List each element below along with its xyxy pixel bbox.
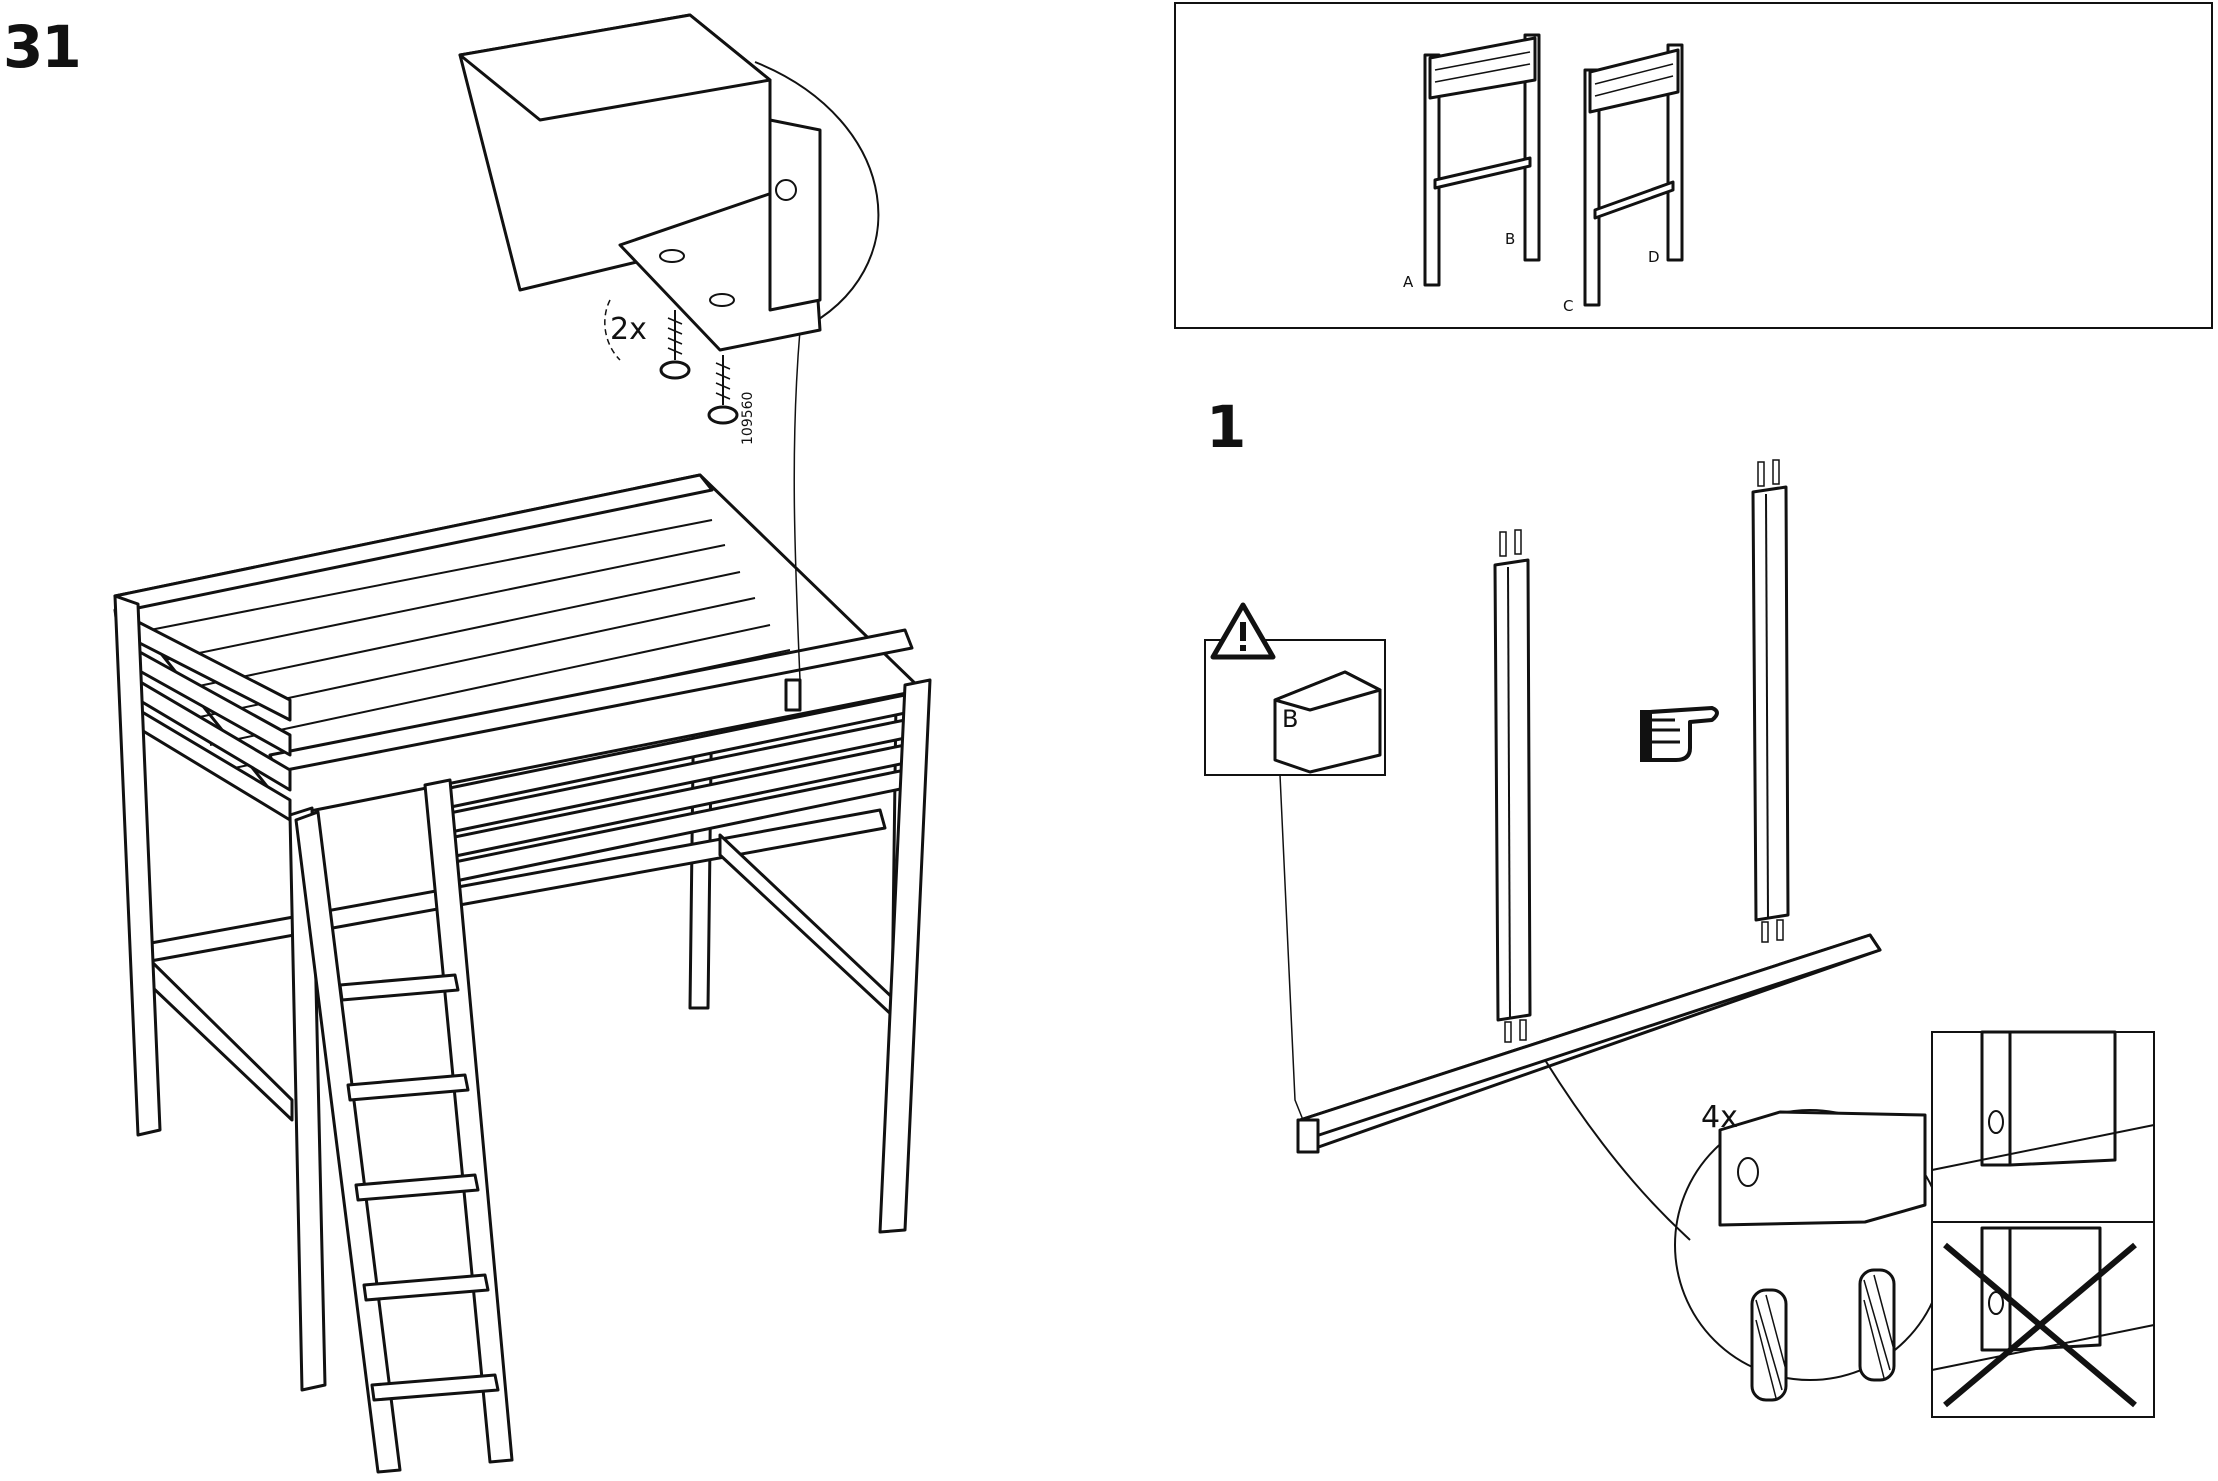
screw-icon [659,310,691,380]
loft-bed-drawing [113,473,932,1474]
warning-part-label: B [1282,705,1299,733]
cross-icon [1943,1242,2137,1408]
panel-label-a: A [1403,273,1414,291]
screw-part-number: 109560 [740,391,756,445]
warning-triangle-icon [1210,602,1276,660]
panel-label-d: D [1648,248,1660,266]
pointing-hand-icon [1640,706,1719,762]
step-number-31: 31 [3,13,82,81]
panel-label-b: B [1505,230,1516,248]
step-number-1: 1 [1206,393,1246,461]
screw-icon [707,355,739,425]
step1-drawing [1204,459,2155,1418]
dowel-quantity: 4x [1701,1100,1738,1135]
screw-quantity: 2x [610,312,647,347]
overview-panel [1174,2,2213,329]
panel-label-c: C [1563,297,1574,315]
bracket-detail [458,13,880,681]
